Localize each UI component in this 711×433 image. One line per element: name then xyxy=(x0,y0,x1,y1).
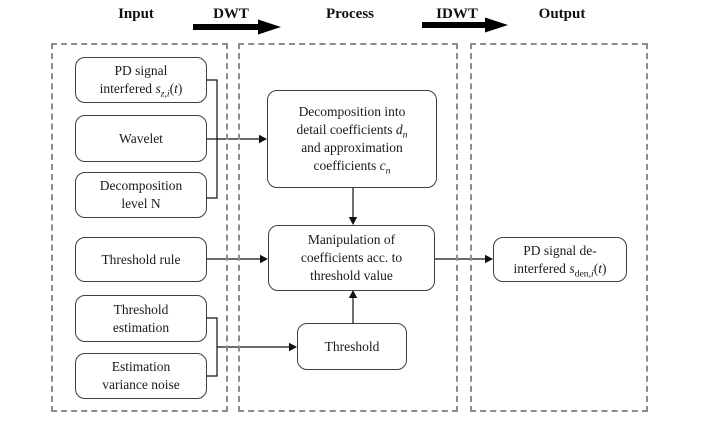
paren-close: ) xyxy=(177,81,183,96)
pd-signal-interfered-box: PD signal interfered sz,i(t) xyxy=(75,57,207,103)
paren-open: ( xyxy=(169,81,175,96)
threshold-label: Threshold xyxy=(324,338,380,354)
decomposition-level-box: Decomposition level N xyxy=(75,172,207,218)
output-line1: PD signal de- xyxy=(523,242,597,258)
math-var-d: d xyxy=(395,122,403,138)
connector-manipulation-to-output xyxy=(435,254,493,264)
decomposition-line2-prefix: detail coefficients xyxy=(296,122,396,138)
connector-decomposition-to-manipulation xyxy=(348,188,358,225)
idwt-arrow xyxy=(422,17,508,33)
pd-signal-line1: PD signal xyxy=(114,63,168,79)
threshold-rule-box: Threshold rule xyxy=(75,237,207,282)
header-process-label: Process xyxy=(325,6,375,22)
header-dwt-label: DWT xyxy=(213,6,249,22)
process-stage-container xyxy=(238,43,458,412)
connector-inputs-to-decomposition xyxy=(207,134,267,144)
decomposition-line2: detail coefficients dn xyxy=(296,121,408,141)
math-subscript: den,i xyxy=(575,268,594,279)
wavelet-label: Wavelet xyxy=(119,130,163,146)
header-idwt-label: IDWT xyxy=(436,6,478,22)
estimation-variance-line1: Estimation xyxy=(111,359,171,375)
dwt-arrow xyxy=(193,19,281,35)
output-stage-container xyxy=(470,43,648,412)
math-sub-i: ,i xyxy=(588,268,594,280)
threshold-estimation-box: Threshold estimation xyxy=(75,295,207,342)
decomposition-level-line2: level N xyxy=(121,196,161,211)
connector-threshold-rule-to-manipulation xyxy=(207,254,268,264)
output-line2-prefix: interfered xyxy=(513,260,570,276)
decomposition-box: Decomposition into detail coefficients d… xyxy=(267,90,437,188)
math-sub-n: n xyxy=(402,129,408,141)
decomposition-line4: coefficients cn xyxy=(313,157,391,177)
threshold-rule-label: Threshold rule xyxy=(101,251,181,267)
input-stage-container xyxy=(51,43,228,412)
decomposition-line3: and approximation xyxy=(301,140,403,155)
paren-open: ( xyxy=(593,260,599,276)
math-var-t: t xyxy=(598,260,603,276)
math-subscript: z,i xyxy=(161,89,170,100)
decomposition-level-line1: Decomposition xyxy=(99,178,183,194)
math-var-s: s xyxy=(569,260,575,276)
math-subscript: n xyxy=(386,166,391,177)
header-input-label: Input xyxy=(118,6,154,22)
pd-signal-line2-prefix: interfered xyxy=(99,81,156,96)
manipulation-box: Manipulation of coefficients acc. to thr… xyxy=(268,225,435,291)
connector-threshold-to-manipulation xyxy=(348,290,358,323)
threshold-estimation-line1: Threshold xyxy=(113,301,169,317)
estimation-variance-line2: variance noise xyxy=(102,377,180,392)
wavelet-box: Wavelet xyxy=(75,115,207,162)
manipulation-line2: coefficients acc. to xyxy=(300,250,403,266)
estimation-variance-box: Estimation variance noise xyxy=(75,353,207,399)
header-output-label: Output xyxy=(538,6,586,22)
decomposition-line1: Decomposition into xyxy=(298,104,406,120)
math-var-t: t xyxy=(174,81,178,96)
math-var-c: c xyxy=(379,157,386,173)
connector-estimation-to-threshold xyxy=(217,342,297,352)
output-formula-line: interfered sden,i(t) xyxy=(513,260,607,279)
pd-signal-deinterfered-box: PD signal de- interfered sden,i(t) xyxy=(493,237,627,282)
math-sub-n: n xyxy=(385,165,391,177)
manipulation-line1: Manipulation of xyxy=(307,232,396,248)
math-sub-zi: z,i xyxy=(160,88,170,100)
paren-close: ) xyxy=(602,260,607,276)
math-sub-den: den xyxy=(574,268,589,280)
math-var-s: s xyxy=(155,81,161,96)
math-subscript: n xyxy=(403,130,408,141)
threshold-box: Threshold xyxy=(297,323,407,370)
decomposition-line4-prefix: coefficients xyxy=(313,157,380,173)
manipulation-line3: threshold value xyxy=(310,267,393,283)
pd-signal-formula-line: interfered sz,i(t) xyxy=(99,80,183,100)
threshold-estimation-line2: estimation xyxy=(112,319,170,335)
